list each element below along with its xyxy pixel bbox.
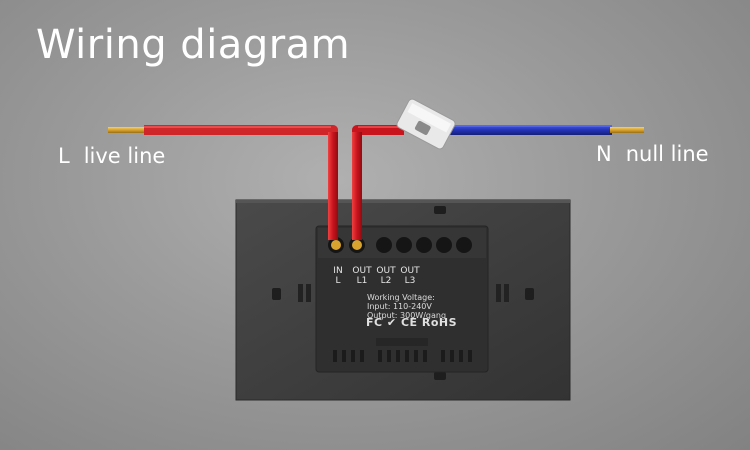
mounting-slot-top bbox=[434, 206, 446, 214]
mounting-slot-left bbox=[272, 288, 281, 300]
bottom-vents bbox=[333, 350, 472, 362]
terminal-screw-7 bbox=[436, 237, 452, 253]
spec-text: Working Voltage: Input: 110-240V Output:… bbox=[367, 293, 446, 320]
null-line-name: null line bbox=[625, 142, 709, 166]
terminal-screw-6 bbox=[416, 237, 432, 253]
terminal-out-l1 bbox=[352, 240, 362, 250]
terminal-screw-5 bbox=[396, 237, 412, 253]
spec-input: Input: 110-240V bbox=[367, 302, 432, 311]
diagram-title: Wiring diagram bbox=[36, 22, 351, 68]
terminal-screw-8 bbox=[456, 237, 472, 253]
switched-line-wire bbox=[352, 125, 404, 240]
null-copper-end bbox=[610, 127, 644, 133]
terminal-screw-4 bbox=[376, 237, 392, 253]
spec-working-voltage: Working Voltage: bbox=[367, 293, 435, 302]
live-line-code: L bbox=[58, 144, 70, 168]
null-wire bbox=[448, 125, 644, 135]
certification-marks: FC ✔ CE RoHS bbox=[366, 316, 458, 329]
spec-output: Output: 300W/gang bbox=[367, 311, 447, 320]
live-line-name: live line bbox=[83, 144, 166, 168]
mounting-slot-right bbox=[525, 288, 534, 300]
mounting-slot-bottom bbox=[434, 372, 446, 380]
null-line-code: N bbox=[596, 142, 612, 166]
wire-connector bbox=[396, 98, 456, 150]
back-housing bbox=[315, 225, 489, 373]
live-wire bbox=[108, 125, 338, 240]
live-copper-end bbox=[108, 127, 146, 133]
terminal-in-l bbox=[331, 240, 341, 250]
